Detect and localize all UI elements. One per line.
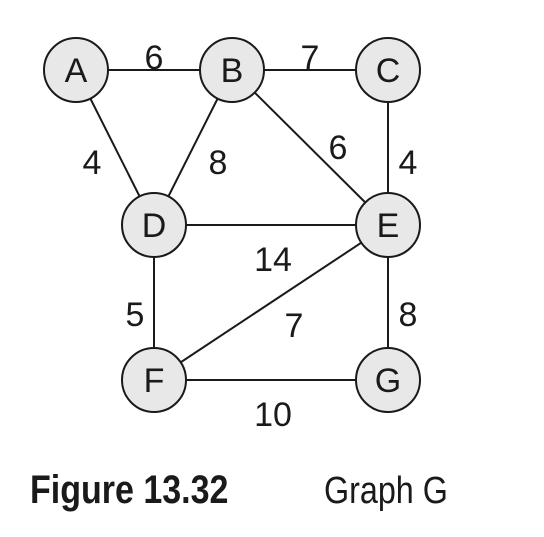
edge-E-F	[153, 224, 389, 381]
edge-weight-D-F: 5	[126, 296, 145, 334]
edge-weight-E-G: 8	[399, 296, 418, 334]
node-label-A: A	[65, 52, 88, 90]
node-A: A	[43, 37, 109, 103]
node-circle-B	[199, 37, 265, 103]
weights-layer: 6 7 4 8 6 4 14 5 7 8 10	[83, 39, 418, 434]
node-circle-C	[355, 37, 421, 103]
node-label-D: D	[142, 207, 167, 245]
node-label-G: G	[375, 362, 401, 400]
node-circle-A	[43, 37, 109, 103]
edge-weight-D-E: 14	[254, 241, 292, 279]
node-label-C: C	[376, 52, 401, 90]
node-circle-F	[121, 347, 187, 413]
node-D: D	[121, 192, 187, 258]
node-label-F: F	[144, 362, 165, 400]
figure-number: Figure 13.32	[30, 468, 229, 512]
edge-weight-E-F: 7	[285, 307, 304, 345]
node-circle-D	[121, 192, 187, 258]
node-G: G	[355, 347, 421, 413]
edge-weight-C-E: 4	[399, 144, 418, 182]
node-B: B	[199, 37, 265, 103]
node-label-B: B	[221, 52, 244, 90]
node-circle-E	[355, 192, 421, 258]
node-circle-G	[355, 347, 421, 413]
edge-weight-A-D: 4	[83, 144, 102, 182]
edge-weight-A-B: 6	[145, 39, 164, 77]
edge-B-E	[231, 69, 389, 226]
figure-title: Graph G	[324, 470, 448, 512]
node-E: E	[355, 192, 421, 258]
node-C: C	[355, 37, 421, 103]
edge-weight-F-G: 10	[254, 396, 292, 434]
edge-weight-B-C: 7	[301, 39, 320, 77]
graph-diagram: 6 7 4 8 6 4 14 5 7 8 10 A B C D E F G	[43, 37, 421, 434]
node-F: F	[121, 347, 187, 413]
figure-caption: Figure 13.32 Graph G	[30, 468, 470, 528]
edge-weight-B-E: 6	[329, 129, 348, 167]
node-label-E: E	[377, 207, 400, 245]
nodes-layer: A B C D E F G	[43, 37, 421, 413]
edge-weight-B-D: 8	[209, 144, 228, 182]
